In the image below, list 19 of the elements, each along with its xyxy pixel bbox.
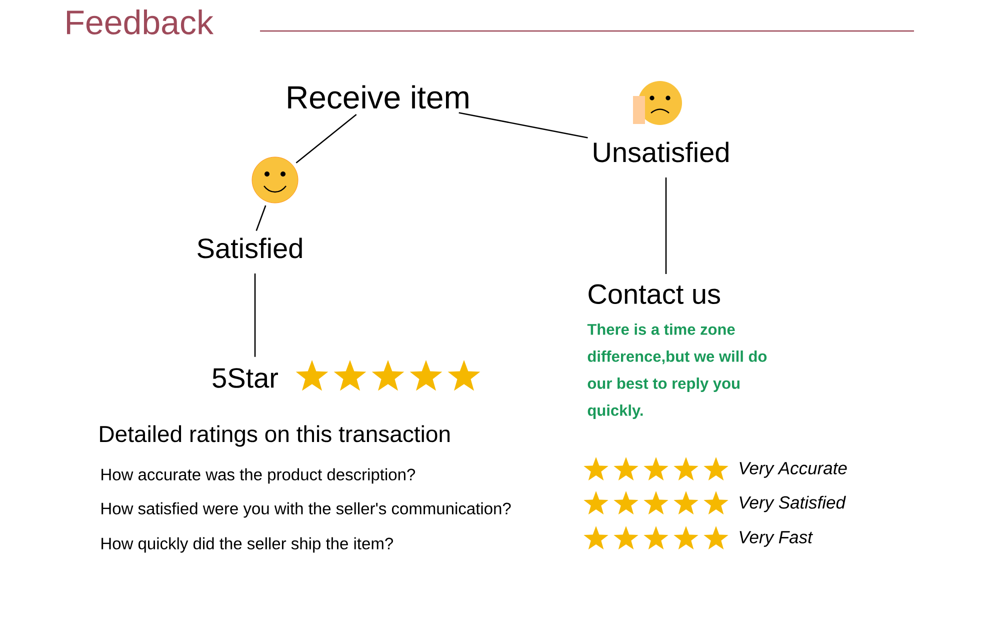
connector-line <box>256 205 266 231</box>
title: Feedback <box>67 10 214 34</box>
smiling-emoji-icon <box>252 156 298 204</box>
node-label: 5Star <box>212 368 278 388</box>
node-label: Satisfied <box>198 238 302 258</box>
connector-line <box>254 273 256 357</box>
question-text: How accurate was the product description? <box>102 468 416 484</box>
connector-line <box>296 114 357 164</box>
connector-line <box>458 112 588 138</box>
node-label: Receive item <box>288 85 468 109</box>
table-heading: Detailed ratings on this transaction <box>100 425 450 447</box>
rating-text: Very Fast <box>740 531 814 547</box>
contact-note: Contact us There is a time zone difference,but we will do our best to reply you quickly. <box>587 284 767 419</box>
node-label: Unsatisfied <box>594 142 728 162</box>
connector-line <box>665 177 667 274</box>
rating-text: Very Accurate <box>740 462 847 478</box>
rating-text: Very Satisfied <box>740 496 846 512</box>
question-text: How satisfied were you with the seller's communication? <box>102 502 511 518</box>
question-text: How quickly did the seller ship the item? <box>102 537 393 553</box>
